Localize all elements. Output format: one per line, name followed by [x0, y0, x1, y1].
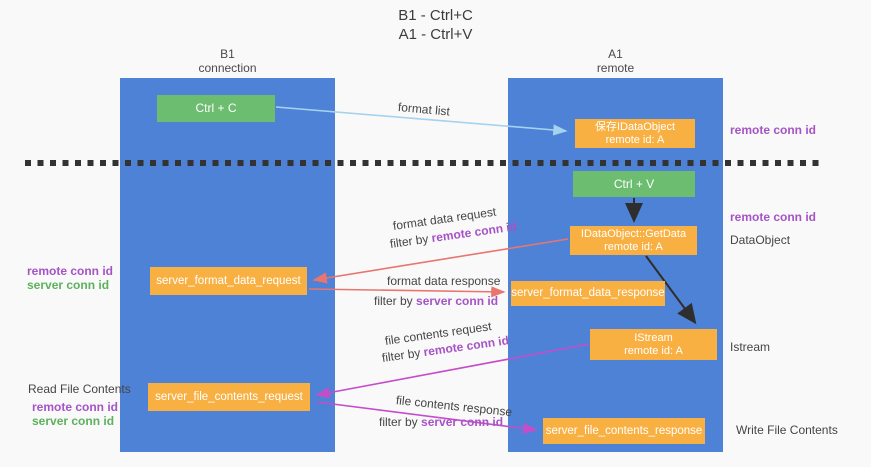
- label-filter-by-server-conn-id-2: filter by server conn id: [379, 415, 503, 429]
- node-server-file-contents-request-label: server_file_contents_request: [155, 390, 303, 403]
- left-column-name: B1: [220, 47, 235, 61]
- right-column-subtitle: remote: [596, 61, 635, 75]
- node-ctrl-c-label: Ctrl + C: [195, 101, 237, 115]
- node-server-format-data-request: server_format_data_request: [150, 267, 307, 295]
- node-ctrl-c: Ctrl + C: [157, 95, 275, 122]
- left-column-header: B1 connection: [120, 47, 335, 75]
- dashed-separator: [25, 160, 825, 166]
- node-idataobject-getdata-line2: remote id: A: [604, 240, 663, 253]
- node-server-format-data-request-label: server_format_data_request: [156, 274, 301, 287]
- node-ctrl-v: Ctrl + V: [573, 171, 695, 197]
- node-ctrl-v-label: Ctrl + V: [613, 176, 655, 191]
- node-server-file-contents-response: server_file_contents_response: [543, 418, 705, 444]
- node-save-idataobject-line1: 保存IDataObject: [594, 120, 676, 133]
- right-column-header: A1 remote: [508, 47, 723, 75]
- annotation-left-remote-conn-id-1: remote conn id: [27, 264, 114, 278]
- left-column-subtitle: connection: [198, 61, 257, 75]
- node-istream: IStream remote id: A: [590, 329, 717, 360]
- node-server-format-data-response-label: server_format_data_response: [511, 287, 665, 299]
- annotation-remote-conn-id-top: remote conn id: [730, 123, 817, 137]
- label-format-data-response: format data response: [387, 274, 501, 288]
- filter-server-conn-id: server conn id: [416, 294, 499, 308]
- annotation-left-server-conn-id-2: server conn id: [32, 414, 115, 428]
- node-save-idataobject-line2: remote id: A: [605, 133, 665, 146]
- filter-server-conn-id: server conn id: [421, 415, 504, 429]
- filter-prefix: filter by: [389, 231, 433, 251]
- arrow-format-data-response: [308, 286, 506, 298]
- title-line-1: B1 - Ctrl+C: [398, 7, 473, 24]
- filter-prefix: filter by: [381, 345, 425, 365]
- diagram-title: B1 - Ctrl+C A1 - Ctrl+V: [0, 6, 871, 44]
- annotation-write-file-contents: Write File Contents: [736, 423, 838, 437]
- filter-prefix: filter by: [379, 415, 422, 429]
- annotation-read-file-contents: Read File Contents: [28, 382, 131, 396]
- node-server-file-contents-request: server_file_contents_request: [148, 383, 310, 411]
- right-column-name: A1: [608, 47, 623, 61]
- label-format-list: format list: [397, 100, 451, 119]
- node-istream-line1: IStream: [634, 331, 673, 344]
- filter-prefix: filter by: [374, 294, 417, 308]
- node-idataobject-getdata: IDataObject::GetData remote id: A: [570, 226, 697, 255]
- annotation-dataobject: DataObject: [730, 233, 791, 247]
- title-line-2: A1 - Ctrl+V: [398, 26, 473, 43]
- annotation-istream: Istream: [730, 340, 771, 354]
- annotation-left-server-conn-id-1: server conn id: [27, 278, 110, 292]
- node-idataobject-getdata-line1: IDataObject::GetData: [580, 227, 687, 240]
- annotation-remote-conn-id-mid: remote conn id: [730, 210, 817, 224]
- node-save-idataobject: 保存IDataObject remote id: A: [575, 119, 695, 148]
- label-filter-by-server-conn-id-1: filter by server conn id: [374, 294, 498, 308]
- node-istream-line2: remote id: A: [624, 344, 683, 357]
- node-server-file-contents-response-label: server_file_contents_response: [545, 424, 703, 437]
- annotation-left-remote-conn-id-2: remote conn id: [32, 400, 119, 414]
- node-server-format-data-response: server_format_data_response: [511, 281, 665, 306]
